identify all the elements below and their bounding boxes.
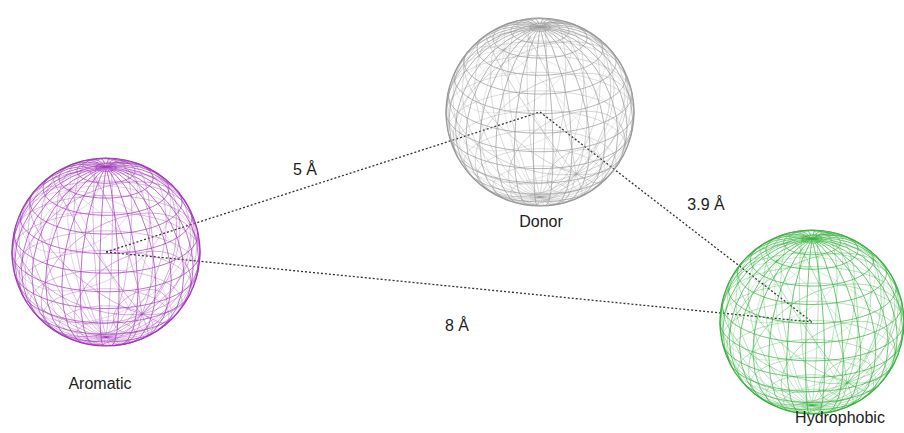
- sphere-mesh: [12, 158, 200, 346]
- distance-label: 8 Å: [443, 316, 471, 335]
- feature-label: Aromatic: [68, 374, 131, 393]
- feature-sphere: Donor: [446, 18, 634, 206]
- sphere-mesh: [720, 230, 904, 414]
- distance-line: [106, 112, 540, 252]
- sphere-outline: [446, 18, 634, 206]
- sphere-mesh: [720, 230, 904, 414]
- feature-sphere: Aromatic: [12, 158, 200, 346]
- sphere-mesh: [446, 18, 634, 204]
- sphere-mesh: [446, 18, 634, 206]
- sphere-mesh: [720, 230, 904, 413]
- sphere-mesh: [12, 158, 200, 344]
- distance-line: [540, 112, 812, 322]
- distance-label: 5 Å: [291, 160, 319, 179]
- feature-sphere: Hydrophobic: [720, 230, 904, 414]
- distance-line: [106, 252, 812, 322]
- sphere-mesh: [720, 230, 904, 412]
- wireframe-sphere: [12, 158, 200, 346]
- distance-label: 3.9 Å: [685, 195, 726, 214]
- sphere-outline: [720, 230, 904, 414]
- sphere-mesh: [446, 18, 634, 205]
- wireframe-sphere: [720, 230, 904, 414]
- sphere-outline: [12, 158, 200, 346]
- feature-label: Hydrophobic: [795, 408, 885, 427]
- feature-label: Donor: [519, 212, 563, 231]
- sphere-mesh: [446, 18, 634, 206]
- sphere-mesh: [12, 158, 200, 346]
- wireframe-sphere: [446, 18, 634, 206]
- sphere-mesh: [12, 158, 200, 345]
